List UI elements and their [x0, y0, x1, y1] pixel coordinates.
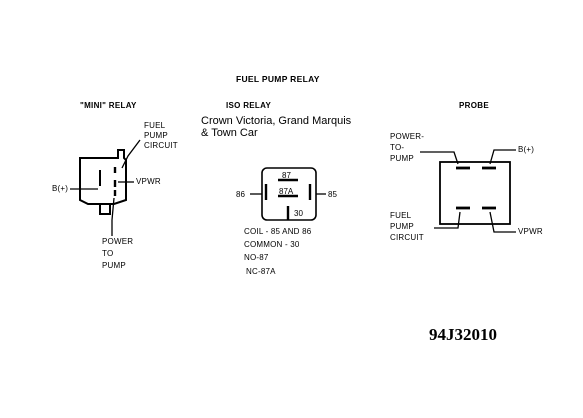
probe-fuel-label-3: CIRCUIT — [390, 233, 424, 242]
mini-vpwr-label: VPWR — [136, 177, 161, 186]
iso-legend-common: COMMON - 30 — [244, 240, 300, 249]
iso-applicability-1: Crown Victoria, Grand Marquis — [201, 115, 352, 127]
probe-vpwr-leader — [489, 211, 516, 233]
probe-drawing — [420, 149, 516, 233]
probe-fuel-label-2: PUMP — [390, 222, 414, 231]
figure-id: 94J32010 — [429, 325, 497, 344]
iso-pin-87-label: 87 — [282, 171, 291, 180]
probe-vpwr-label: VPWR — [518, 227, 543, 236]
mini-power-label-3: PUMP — [102, 261, 126, 270]
mini-fuel-circuit-leader — [121, 139, 141, 169]
mini-fuel-label-1: FUEL — [144, 121, 166, 130]
mini-power-pump-leader — [111, 197, 115, 236]
iso-relay-heading: ISO RELAY — [226, 101, 272, 110]
mini-relay-heading: "MINI" RELAY — [80, 101, 137, 110]
probe-bplus-leader — [489, 149, 516, 165]
iso-pin-87a-label: 87A — [279, 187, 294, 196]
mini-power-label-1: POWER — [102, 237, 134, 246]
iso-pin-85-label: 85 — [328, 190, 337, 199]
iso-pin-30-label: 30 — [294, 209, 303, 218]
iso-legend-no: NO-87 — [244, 253, 269, 262]
mini-fuel-label-3: CIRCUIT — [144, 141, 178, 150]
probe-power-label-1: POWER- — [390, 132, 425, 141]
diagram-title: FUEL PUMP RELAY — [236, 74, 320, 84]
mini-fuel-label-2: PUMP — [144, 131, 168, 140]
iso-legend-coil: COIL - 85 AND 86 — [244, 227, 312, 236]
probe-relay-body — [439, 161, 511, 225]
probe-power-label-2: TO- — [390, 143, 405, 152]
iso-legend-nc: NC-87A — [246, 267, 276, 276]
mini-relay-leaders — [70, 139, 141, 236]
mini-bplus-label: B(+) — [52, 184, 69, 193]
probe-bplus-label: B(+) — [518, 145, 535, 154]
probe-fuel-label-1: FUEL — [390, 211, 412, 220]
probe-heading: PROBE — [459, 101, 489, 110]
probe-power-label-3: PUMP — [390, 154, 414, 163]
probe-fuel-circuit-leader — [434, 211, 461, 229]
probe-power-pump-leader — [420, 151, 459, 165]
iso-pin-86-label: 86 — [236, 190, 245, 199]
iso-relay-drawing — [250, 167, 326, 221]
mini-power-label-2: TO — [102, 249, 114, 258]
mini-relay-tab — [99, 203, 111, 215]
mini-relay-body — [79, 149, 127, 205]
iso-applicability-2: & Town Car — [201, 127, 258, 139]
